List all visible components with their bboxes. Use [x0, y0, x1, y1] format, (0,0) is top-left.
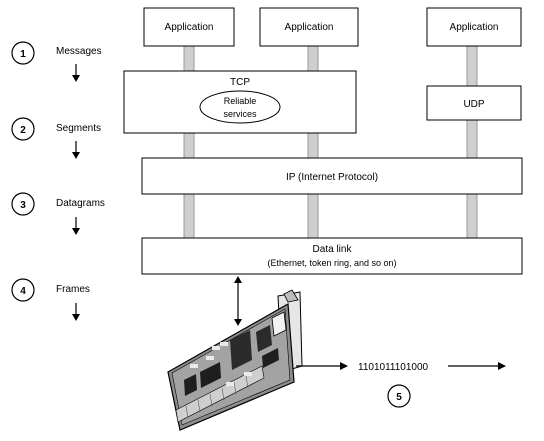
tcp-box: TCP Reliable services	[123, 70, 357, 134]
ip-box: IP (Internet Protocol)	[141, 157, 523, 195]
data-link-sublabel: (Ethernet, token ring, and so on)	[267, 258, 396, 268]
down-arrow-icon	[72, 152, 80, 159]
right-arrow-icon	[340, 362, 348, 370]
application-box-2: Application	[259, 7, 359, 47]
udp-box: UDP	[426, 85, 522, 121]
step-number-3: 3	[20, 200, 26, 211]
step-number-4: 4	[20, 286, 26, 297]
pipe-left	[184, 46, 194, 238]
ip-label: IP (Internet Protocol)	[286, 172, 378, 183]
step-number-2: 2	[20, 125, 26, 136]
step-4: 4 Frames	[11, 278, 90, 321]
step-number-5: 5	[396, 392, 402, 403]
application-label-3: Application	[450, 22, 499, 33]
down-arrow-icon	[72, 228, 80, 235]
step-label-1: Messages	[56, 46, 102, 57]
step-label-4: Frames	[56, 284, 90, 295]
pipe-middle	[308, 46, 318, 238]
application-box-1: Application	[143, 7, 235, 47]
step-2: 2 Segments	[11, 117, 101, 159]
step-label-2: Segments	[56, 123, 101, 134]
application-label-2: Application	[285, 22, 334, 33]
tcp-label: TCP	[230, 77, 250, 88]
data-link-label: Data link	[313, 244, 353, 255]
udp-label: UDP	[463, 99, 484, 110]
down-arrow-icon	[72, 75, 80, 82]
step-1: 1 Messages	[11, 41, 102, 82]
step-5: 5	[387, 384, 411, 408]
network-card-icon	[167, 289, 303, 431]
step-number-1: 1	[20, 49, 26, 60]
step-3: 3 Datagrams	[11, 192, 105, 235]
reliable-services-line1: Reliable	[224, 96, 257, 106]
bit-sequence: 1101011101000	[358, 362, 429, 373]
data-link-box: Data link (Ethernet, token ring, and so …	[141, 237, 523, 275]
step-label-3: Datagrams	[56, 198, 105, 209]
reliable-services-line2: services	[223, 109, 257, 119]
datalink-card-arrow	[234, 276, 242, 326]
down-arrow-icon	[72, 314, 80, 321]
reliable-services-ellipse	[199, 90, 281, 124]
bit-stream: 1101011101000	[296, 362, 506, 373]
pipe-right	[467, 46, 477, 238]
application-box-3: Application	[426, 7, 522, 47]
application-label-1: Application	[165, 22, 214, 33]
right-arrow-icon	[498, 362, 506, 370]
